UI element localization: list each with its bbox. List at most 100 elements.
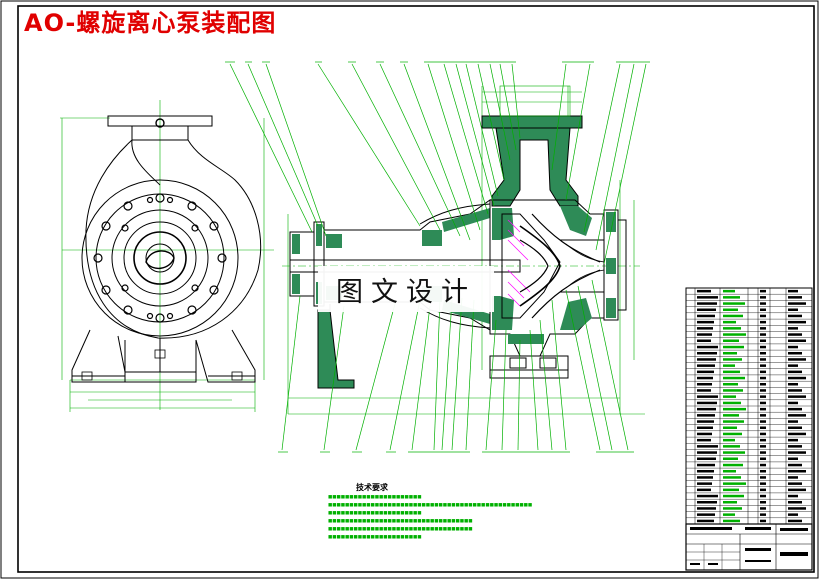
parts-list xyxy=(685,287,813,525)
parts-list-cell-text xyxy=(788,451,806,454)
parts-list-cell-text xyxy=(788,296,802,299)
parts-list-cell-text xyxy=(697,488,711,492)
requirement-line: ■■■■■■■■■■■■■■■■■■■■■■■■■■■■■■■■■■■■■■■■… xyxy=(328,503,533,508)
parts-list-cell-text xyxy=(760,383,766,386)
parts-list-cell-text xyxy=(723,420,744,423)
requirement-line: ■■■■■■■■■■■■■■■■■■■■■■■■■■■■■■■■■■ xyxy=(328,527,473,532)
parts-list-cell-text xyxy=(760,308,766,311)
parts-list-cell-text xyxy=(697,494,718,498)
parts-list-cell-text xyxy=(788,370,802,374)
parts-list-cell-text xyxy=(723,327,741,330)
parts-list-cell-text xyxy=(697,457,716,460)
parts-list-cell-text xyxy=(723,308,738,311)
parts-list-cell-text xyxy=(760,513,766,516)
parts-list-cell-text xyxy=(697,463,715,467)
drawing-border xyxy=(17,5,815,573)
parts-list-cell-text xyxy=(788,383,798,386)
parts-list-cell-text xyxy=(788,389,802,392)
parts-list-cell-text xyxy=(723,296,740,299)
parts-list-cell-text xyxy=(760,314,766,318)
parts-list-cell-text xyxy=(697,470,714,473)
parts-list-cell-text xyxy=(723,494,744,498)
parts-list-cell-text xyxy=(788,358,806,361)
parts-list-cell-text xyxy=(760,482,766,485)
parts-list-cell-text xyxy=(723,376,745,380)
parts-list-cell-text xyxy=(788,401,798,405)
parts-list-cell-text xyxy=(697,376,713,380)
parts-list-cell-text xyxy=(788,395,806,398)
parts-list-cell-text xyxy=(788,289,798,293)
parts-list-cell-text xyxy=(697,308,716,311)
parts-list-cell-text xyxy=(760,370,766,374)
parts-list-cell-text xyxy=(723,339,739,342)
parts-list-cell-text xyxy=(760,401,766,405)
title-block xyxy=(685,523,813,571)
parts-list-cell-text xyxy=(723,345,744,349)
parts-list-cell-text xyxy=(723,383,738,386)
parts-list-cell-text xyxy=(788,352,802,355)
parts-list-cell-text xyxy=(788,476,798,479)
parts-list-cell-text xyxy=(760,445,766,448)
technical-requirements-title: 技术要求 xyxy=(356,483,388,492)
parts-list-cell-text xyxy=(760,364,766,367)
parts-list-cell-text xyxy=(723,463,743,467)
parts-list-cell-text xyxy=(788,308,798,311)
parts-list-cell-text xyxy=(760,476,766,479)
parts-list-cell-text xyxy=(697,345,718,349)
requirement-line: ■■■■■■■■■■■■■■■■■■■■■■ xyxy=(328,511,422,516)
parts-list-cell-text xyxy=(760,426,766,429)
parts-list-cell-text xyxy=(723,482,746,485)
parts-list-cell-text xyxy=(723,519,740,523)
parts-list-cell-text xyxy=(697,426,713,429)
parts-list-cell-text xyxy=(697,451,717,454)
parts-list-cell-text xyxy=(697,432,712,436)
parts-list-cell-text xyxy=(760,352,766,355)
parts-list-cell-text xyxy=(723,414,739,417)
parts-list-cell-text xyxy=(788,345,798,349)
parts-list-cell-text xyxy=(788,501,802,504)
parts-list-cell-text xyxy=(697,438,711,442)
parts-list-cell-text xyxy=(723,457,738,460)
parts-list-cell-text xyxy=(760,327,766,330)
parts-list-cell-text xyxy=(697,414,715,417)
parts-list-cell-text xyxy=(697,320,714,324)
parts-list-cell-text xyxy=(788,445,802,448)
parts-list-cell-text xyxy=(760,333,766,336)
parts-list-cell-text xyxy=(760,507,766,510)
parts-list-cell-text xyxy=(697,289,711,293)
parts-list-cell-text xyxy=(760,376,766,380)
parts-list-cell-text xyxy=(788,420,798,423)
parts-list-cell-text xyxy=(723,395,736,398)
parts-list-cell-text xyxy=(788,364,798,367)
parts-list-cell-text xyxy=(723,302,745,305)
parts-list-cell-text xyxy=(697,383,712,386)
parts-list-cell-text xyxy=(723,501,737,504)
assembly-section-view xyxy=(282,85,645,415)
parts-list-cell-text xyxy=(723,389,743,392)
parts-list-cell-text xyxy=(723,488,739,492)
parts-list-cell-text xyxy=(788,438,798,442)
parts-list-cell-text xyxy=(760,414,766,417)
requirement-line: ■■■■■■■■■■■■■■■■■■■■■■ xyxy=(328,535,422,540)
parts-list-cell-text xyxy=(760,358,766,361)
parts-list-cell-text xyxy=(697,476,713,479)
parts-list-cell-text xyxy=(697,358,716,361)
parts-list-cell-text xyxy=(697,296,718,299)
parts-list-cell-text xyxy=(788,333,802,336)
parts-list-cell-text xyxy=(788,519,802,523)
parts-list-cell-text xyxy=(788,482,802,485)
parts-list-cell-text xyxy=(788,463,802,467)
parts-list-cell-text xyxy=(723,289,735,293)
parts-list-cell-text xyxy=(697,364,715,367)
technical-requirements-list: ■■■■■■■■■■■■■■■■■■■■■■ ■■■■■■■■■■■■■■■■■… xyxy=(328,494,532,542)
parts-list-cell-text xyxy=(760,339,766,342)
parts-list-cell-text xyxy=(723,445,740,448)
parts-list-cell-text xyxy=(760,395,766,398)
parts-list-cell-text xyxy=(697,389,711,392)
requirement-line: ■■■■■■■■■■■■■■■■■■■■■■ xyxy=(328,495,422,500)
parts-list-cell-text xyxy=(788,494,798,498)
parts-list-cell-text xyxy=(697,501,717,504)
parts-list-cell-text xyxy=(723,358,742,361)
